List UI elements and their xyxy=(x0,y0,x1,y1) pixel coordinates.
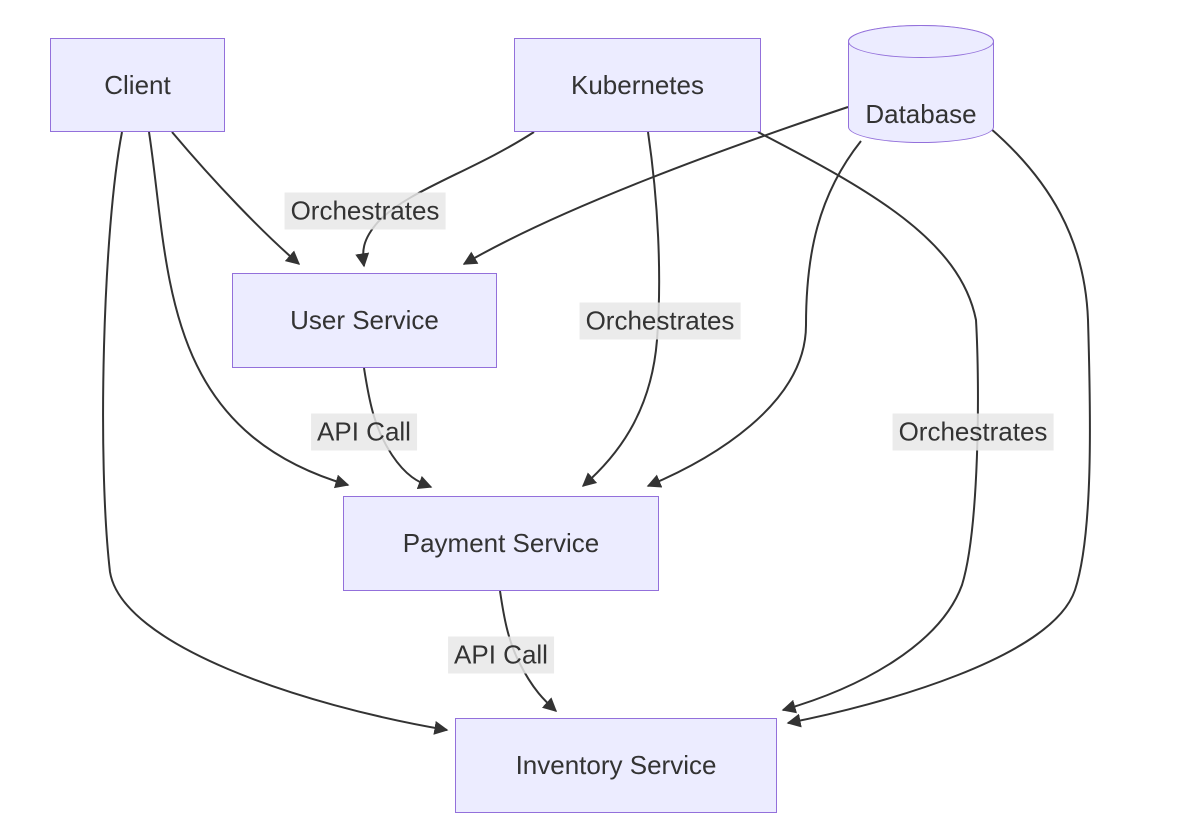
node-inventory-service-label: Inventory Service xyxy=(515,750,717,780)
node-payment-service[interactable]: Payment Service xyxy=(343,496,659,591)
database-cylinder-rim xyxy=(848,25,994,58)
edge-label-kubernetes-user-orchestrates: Orchestrates xyxy=(284,192,446,230)
edge-kubernetes-to-payment-service xyxy=(581,131,661,487)
node-database-label: Database xyxy=(865,99,977,129)
node-payment-service-label: Payment Service xyxy=(402,528,600,558)
edge-label-kubernetes-payment-orchestrates: Orchestrates xyxy=(579,302,741,340)
node-client[interactable]: Client xyxy=(50,38,225,132)
node-kubernetes[interactable]: Kubernetes xyxy=(514,38,761,132)
edge-client-to-payment-service xyxy=(148,131,350,489)
node-client-label: Client xyxy=(104,69,171,100)
node-user-service[interactable]: User Service xyxy=(232,273,497,368)
node-inventory-service[interactable]: Inventory Service xyxy=(455,718,777,813)
edge-database-to-user-service xyxy=(462,106,849,265)
edge-label-kubernetes-inventory-orchestrates: Orchestrates xyxy=(892,413,1054,451)
node-user-service-label: User Service xyxy=(290,305,439,335)
edge-label-user-payment-api-call: API Call xyxy=(311,413,417,451)
edge-client-to-inventory-service xyxy=(102,131,449,735)
edge-label-payment-inventory-api-call: API Call xyxy=(448,636,554,674)
edge-database-to-payment-service xyxy=(646,140,862,488)
edge-database-to-inventory-service xyxy=(786,127,1091,728)
node-database[interactable]: Database xyxy=(848,25,994,143)
node-kubernetes-label: Kubernetes xyxy=(571,69,704,100)
edge-client-to-user-service xyxy=(171,131,301,265)
edge-user-service-to-payment-service xyxy=(363,367,433,490)
